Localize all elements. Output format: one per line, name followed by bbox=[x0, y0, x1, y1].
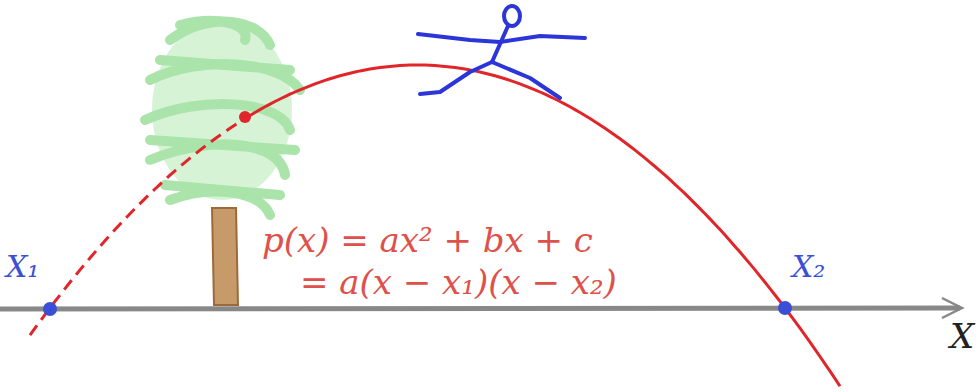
launch-point bbox=[239, 111, 251, 123]
parabola-dashed bbox=[30, 119, 245, 336]
root-point bbox=[43, 302, 57, 316]
tree-foliage bbox=[145, 20, 300, 215]
root-label: X₁ bbox=[6, 250, 39, 283]
axis-arrowhead bbox=[942, 298, 962, 318]
formula-text: = a(x − x₁)(x − x₂) bbox=[300, 264, 617, 301]
axis-label: X bbox=[950, 318, 974, 355]
ground-axis bbox=[0, 308, 960, 309]
formula-text: p(x) = ax² + bx + c bbox=[262, 222, 593, 259]
root-point bbox=[778, 301, 792, 315]
tree-trunk bbox=[212, 208, 238, 305]
root-label: X₂ bbox=[792, 250, 825, 283]
parabola-solid bbox=[245, 65, 840, 386]
stick-figure bbox=[418, 6, 585, 98]
